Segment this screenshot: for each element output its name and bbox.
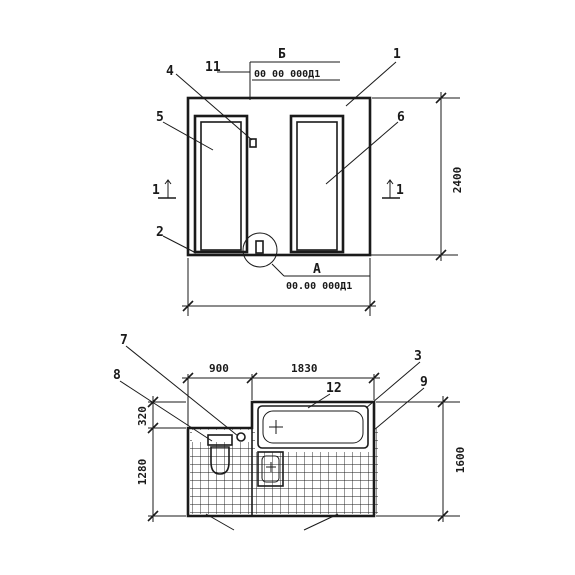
callout-4: 4 <box>166 64 174 79</box>
door-right <box>289 114 345 254</box>
entry-line-left <box>205 513 235 531</box>
section-mark: Б <box>278 47 286 62</box>
dim-1600: 1600 <box>454 447 467 474</box>
door-left <box>193 114 249 254</box>
leader-7 <box>125 345 239 437</box>
height-dimension <box>372 92 460 261</box>
leader-3 <box>365 361 421 409</box>
section-code-top: 00 00 000Д1 <box>254 69 320 80</box>
height-dim-label: 2400 <box>451 167 464 194</box>
callout-3: 3 <box>414 349 422 364</box>
dim-320: 320 <box>136 406 149 426</box>
leader-9 <box>373 387 425 431</box>
callout-6: 6 <box>397 110 405 125</box>
detail-leader <box>271 263 285 277</box>
entry-line-right <box>303 513 339 531</box>
detail-circle <box>242 232 278 268</box>
switch-box <box>249 138 257 148</box>
callout-12: 12 <box>326 381 342 396</box>
leader-8 <box>119 380 213 442</box>
detail-mark: А <box>313 262 321 277</box>
bottom-width-dimension <box>182 258 376 316</box>
leader-12 <box>307 393 331 409</box>
cut-mark-left <box>158 179 176 199</box>
dim-900: 900 <box>209 362 229 375</box>
callout-9: 9 <box>420 375 428 390</box>
detail-code: 00.00 000Д1 <box>286 281 352 292</box>
cut-mark-left-label: 1 <box>152 183 160 198</box>
washbasin <box>257 451 284 487</box>
callout-5: 5 <box>156 110 164 125</box>
plan-right-height-dimension <box>376 396 460 522</box>
toilet <box>207 432 246 475</box>
plan-view: 7 8 3 9 12 900 1830 320 1280 1600 <box>113 333 467 531</box>
callout-2: 2 <box>156 225 164 240</box>
callout-7: 7 <box>120 333 128 348</box>
dim-1280: 1280 <box>136 459 149 486</box>
callout-8: 8 <box>113 368 121 383</box>
elevation-view: 1 11 4 5 6 2 Б 00 00 000Д1 А 00.00 000Д1… <box>152 47 464 316</box>
leader-1 <box>345 61 397 107</box>
leader-6 <box>325 121 399 185</box>
leader-4 <box>175 73 253 141</box>
callout-11: 11 <box>205 60 221 75</box>
bathtub <box>257 405 369 449</box>
plan-left-height-dimension <box>147 396 186 522</box>
detail-socket <box>255 240 264 254</box>
plan-width-dimension <box>182 372 380 426</box>
leader-5 <box>162 121 214 151</box>
dim-1830: 1830 <box>291 362 318 375</box>
cut-mark-right-label: 1 <box>396 183 404 198</box>
cut-mark-right <box>382 179 400 199</box>
leader-2 <box>162 235 197 254</box>
callout-1: 1 <box>393 47 401 62</box>
